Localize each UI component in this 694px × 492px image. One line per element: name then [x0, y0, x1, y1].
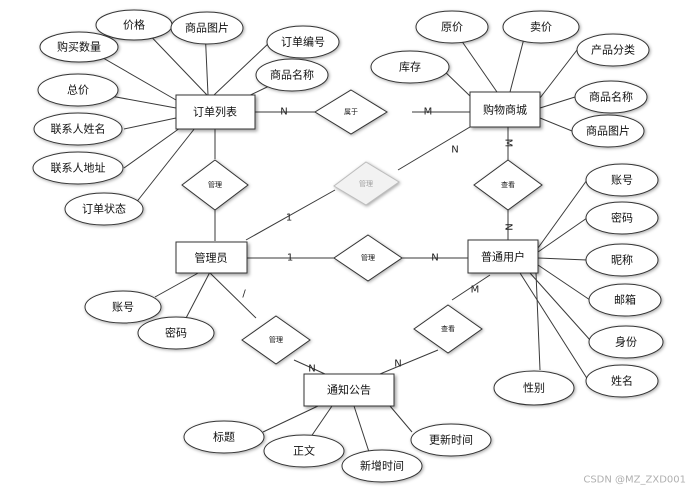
- entity-shop-mall: 购物商城: [469, 91, 541, 128]
- attr-order-contact-name: 联系人姓名: [33, 112, 123, 146]
- attr-order-status: 订单状态: [64, 192, 144, 226]
- card-user-notice: M: [471, 285, 480, 296]
- attr-admin-account-label: 账号: [112, 301, 134, 314]
- attr-mall-product-image-label: 商品图片: [586, 124, 630, 138]
- attr-order-product-image: 商品图片: [170, 11, 244, 45]
- attr-user-password-label: 密码: [611, 211, 633, 225]
- attr-mall-stock: 库存: [370, 50, 450, 84]
- attr-user-account: 账号: [585, 163, 659, 197]
- relation-admin-manages-notice-label: 管理: [269, 335, 283, 344]
- relation-admin-manages-order: 管理: [181, 159, 249, 211]
- attr-user-password: 密码: [585, 201, 659, 235]
- attr-user-gender-label: 性别: [523, 381, 545, 395]
- cardinality-labels: N M N 1 1 N M N / N N M: [242, 107, 513, 375]
- attr-order-price: 价格: [95, 9, 173, 41]
- relation-admin-manages-order-label: 管理: [208, 180, 222, 189]
- attr-admin-account: 账号: [84, 290, 162, 324]
- attr-user-name: 姓名: [585, 364, 659, 398]
- attr-mall-original-price-label: 原价: [441, 21, 463, 34]
- relation-user-views-mall-label: 查看: [501, 180, 515, 189]
- attr-order-product-name: 商品名称: [255, 58, 329, 92]
- attr-notice-title: 标题: [183, 420, 265, 454]
- relation-admin-manages-notice: 管理: [241, 315, 311, 365]
- entity-admin: 管理员: [175, 241, 248, 274]
- entity-notice: 通知公告: [303, 373, 395, 407]
- attr-mall-sale-price: 卖价: [502, 10, 580, 44]
- card-notice-admin: N: [308, 364, 315, 375]
- attr-notice-updated-time-label: 更新时间: [429, 433, 473, 447]
- relation-admin-manages-user-label: 管理: [361, 253, 375, 262]
- entity-order-list-label: 订单列表: [193, 105, 237, 119]
- card-order-belongs: N: [280, 107, 287, 118]
- attr-mall-category-label: 产品分类: [591, 43, 635, 57]
- attr-order-total-label: 总价: [67, 83, 89, 97]
- attr-order-contact-address-label: 联系人地址: [51, 161, 106, 175]
- attr-user-identity: 身份: [588, 325, 664, 359]
- attr-user-identity-label: 身份: [615, 335, 637, 349]
- attr-mall-original-price: 原价: [415, 10, 489, 44]
- entity-shop-mall-label: 购物商城: [483, 103, 527, 117]
- attr-notice-body-label: 正文: [293, 444, 315, 458]
- relation-belongs-label: 属于: [344, 108, 358, 116]
- entity-user-label: 普通用户: [481, 250, 525, 264]
- attr-user-account-label: 账号: [611, 174, 633, 187]
- attr-order-buy-qty: 购买数量: [39, 31, 119, 63]
- attr-mall-category: 产品分类: [576, 33, 650, 67]
- relation-admin-manages-mall: 管理: [333, 161, 400, 206]
- attr-notice-title-label: 标题: [213, 430, 235, 444]
- attr-order-number-label: 订单编号: [281, 35, 325, 49]
- attr-order-price-label: 价格: [123, 18, 145, 32]
- relation-belongs: 属于: [314, 89, 388, 135]
- card-mall-belongs: M: [424, 107, 433, 118]
- card-admin-user-user: N: [431, 253, 438, 264]
- attr-notice-added-time: 新增时间: [341, 449, 423, 483]
- attr-admin-password: 密码: [137, 316, 215, 350]
- attr-user-nickname: 昵称: [585, 243, 659, 277]
- relation-admin-manages-mall-label: 管理: [359, 179, 373, 188]
- entity-admin-label: 管理员: [195, 251, 228, 265]
- card-admin-mall: 1: [286, 213, 292, 224]
- attr-user-email-label: 邮箱: [614, 293, 636, 307]
- relation-user-views-mall: 查看: [473, 159, 543, 211]
- card-notice-user: N: [394, 359, 401, 370]
- attr-mall-sale-price-label: 卖价: [530, 21, 552, 34]
- attr-user-email: 邮箱: [588, 283, 662, 317]
- relation-user-views-notice-label: 查看: [441, 324, 455, 333]
- attr-order-product-image-label: 商品图片: [185, 21, 229, 35]
- attr-order-total: 总价: [37, 73, 119, 107]
- attr-order-contact-address: 联系人地址: [32, 151, 124, 185]
- attr-mall-stock-label: 库存: [399, 60, 421, 74]
- attr-mall-product-name: 商品名称: [574, 80, 648, 114]
- attr-order-product-name-label: 商品名称: [270, 68, 314, 82]
- attr-notice-updated-time: 更新时间: [410, 423, 492, 457]
- attr-user-name-label: 姓名: [611, 374, 633, 388]
- card-mall-admin: N: [451, 145, 458, 156]
- relation-admin-manages-user: 管理: [333, 234, 403, 282]
- attr-admin-password-label: 密码: [165, 326, 187, 340]
- attr-order-number: 订单编号: [266, 25, 340, 59]
- attr-order-contact-name-label: 联系人姓名: [51, 122, 106, 136]
- entity-user: 普通用户: [467, 239, 539, 274]
- card-admin-notice: /: [242, 289, 246, 300]
- attr-user-gender: 性别: [493, 370, 575, 406]
- attr-mall-product-name-label: 商品名称: [589, 90, 633, 104]
- entity-order-list: 订单列表: [175, 94, 256, 130]
- attr-notice-added-time-label: 新增时间: [360, 459, 404, 473]
- watermark: CSDN @MZ_ZXD001: [583, 475, 686, 486]
- attr-mall-product-image: 商品图片: [571, 114, 645, 148]
- card-mall-view: M: [503, 139, 514, 148]
- card-admin-user-admin: 1: [287, 253, 293, 264]
- attr-notice-body: 正文: [263, 434, 345, 468]
- attr-order-status-label: 订单状态: [82, 202, 126, 216]
- attr-user-nickname-label: 昵称: [611, 253, 633, 267]
- card-user-view-mall: N: [503, 223, 514, 230]
- relation-user-views-notice: 查看: [413, 304, 483, 354]
- entity-notice-label: 通知公告: [327, 383, 371, 397]
- attr-order-buy-qty-label: 购买数量: [57, 40, 101, 54]
